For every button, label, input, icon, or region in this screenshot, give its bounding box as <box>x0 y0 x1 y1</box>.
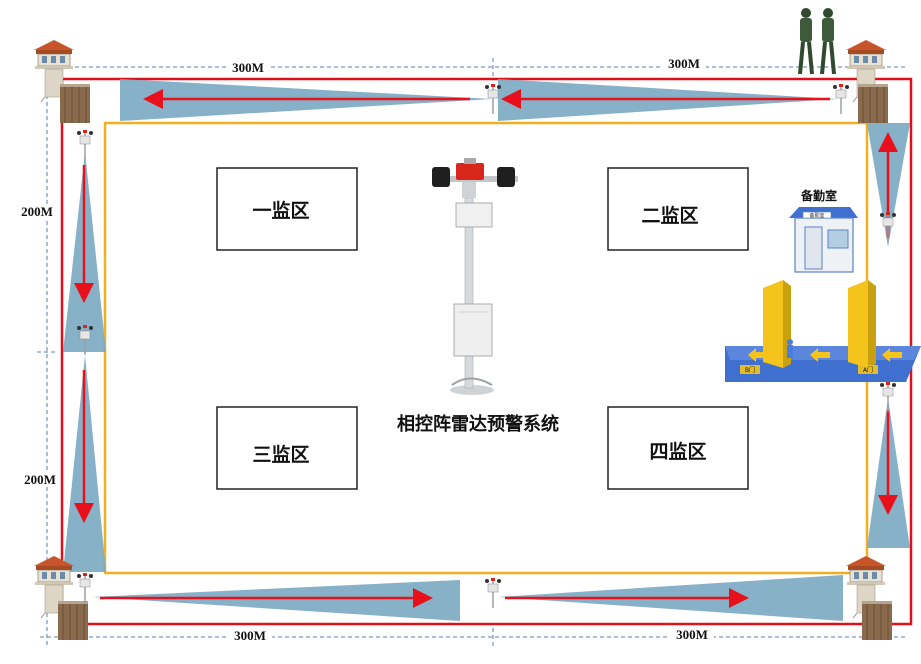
radar-sensor-icon <box>76 572 94 604</box>
security-gate-icon: B门 A门 <box>725 280 921 382</box>
zone-box-4 <box>607 406 749 490</box>
beam-bottom-left <box>92 580 460 621</box>
dim-bottom-left: 300M <box>234 628 266 643</box>
zone-label-1: 一监区 <box>252 199 309 222</box>
radar-sensor-icon <box>879 381 897 413</box>
radar-sensor-icon <box>879 211 897 243</box>
zone-label-2: 二监区 <box>641 204 698 227</box>
system-title: 相控阵雷达预警系统 <box>397 413 559 435</box>
dim-top-left: 300M <box>232 60 264 75</box>
duty-room-label: 备勤室 <box>800 188 837 203</box>
dimension-lines <box>37 58 905 646</box>
radar-tower-icon <box>432 158 518 395</box>
fence-gate-icon <box>59 83 91 124</box>
zone-boxes: 一监区 二监区 三监区 四监区 <box>216 167 749 490</box>
radar-sensor-icon <box>484 577 502 609</box>
fence-gate-icon <box>861 600 893 641</box>
zone-box-3 <box>216 406 358 490</box>
zone-label-4: 四监区 <box>649 440 706 463</box>
dim-left-lower: 200M <box>24 472 56 487</box>
fence-gate-icon <box>57 600 89 641</box>
radar-sensor-icon <box>76 129 94 161</box>
dimension-labels: 300M 300M 200M 200M 300M 300M <box>16 56 714 643</box>
scan-arrows <box>74 89 898 608</box>
duty-room-icon: 备勤室 <box>789 207 858 273</box>
dim-left-upper: 200M <box>21 204 53 219</box>
duty-room-sign: 备勤室 <box>809 212 824 219</box>
zone-box-2 <box>607 167 749 251</box>
zone-box-1 <box>216 167 358 251</box>
gate-label-a: A门 <box>863 366 873 374</box>
dim-top-right: 300M <box>668 56 700 71</box>
fence-gate-icon <box>857 83 889 124</box>
zone-label-3: 三监区 <box>252 443 309 466</box>
guard-soldiers-icon <box>798 8 836 75</box>
gate-label-b: B门 <box>745 366 755 374</box>
dim-bottom-right: 300M <box>676 627 708 642</box>
